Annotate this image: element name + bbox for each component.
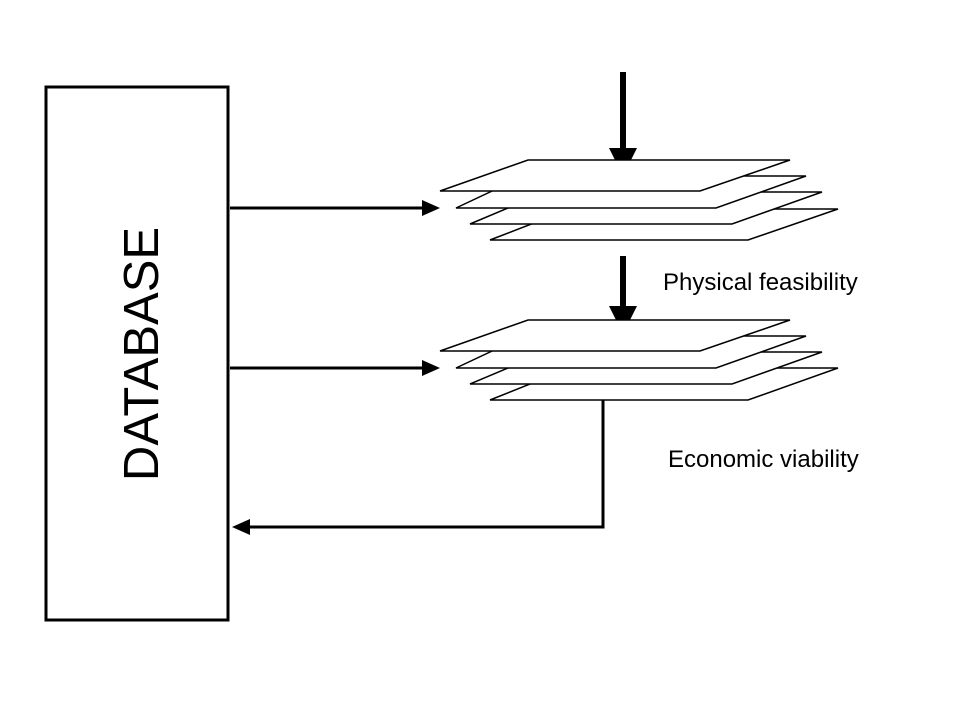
layer-stack-2 (439, 319, 839, 401)
feedback-arrow (232, 400, 605, 535)
database-to-layer1-arrow (230, 200, 440, 216)
physical-feasibility-label: Physical feasibility (663, 269, 858, 296)
database-label: DATABASE (115, 227, 169, 481)
database-to-layer2-arrow (230, 360, 440, 376)
layer-stack-1 (439, 159, 839, 241)
database-box (44, 85, 230, 622)
economic-viability-label: Economic viability (668, 446, 859, 473)
